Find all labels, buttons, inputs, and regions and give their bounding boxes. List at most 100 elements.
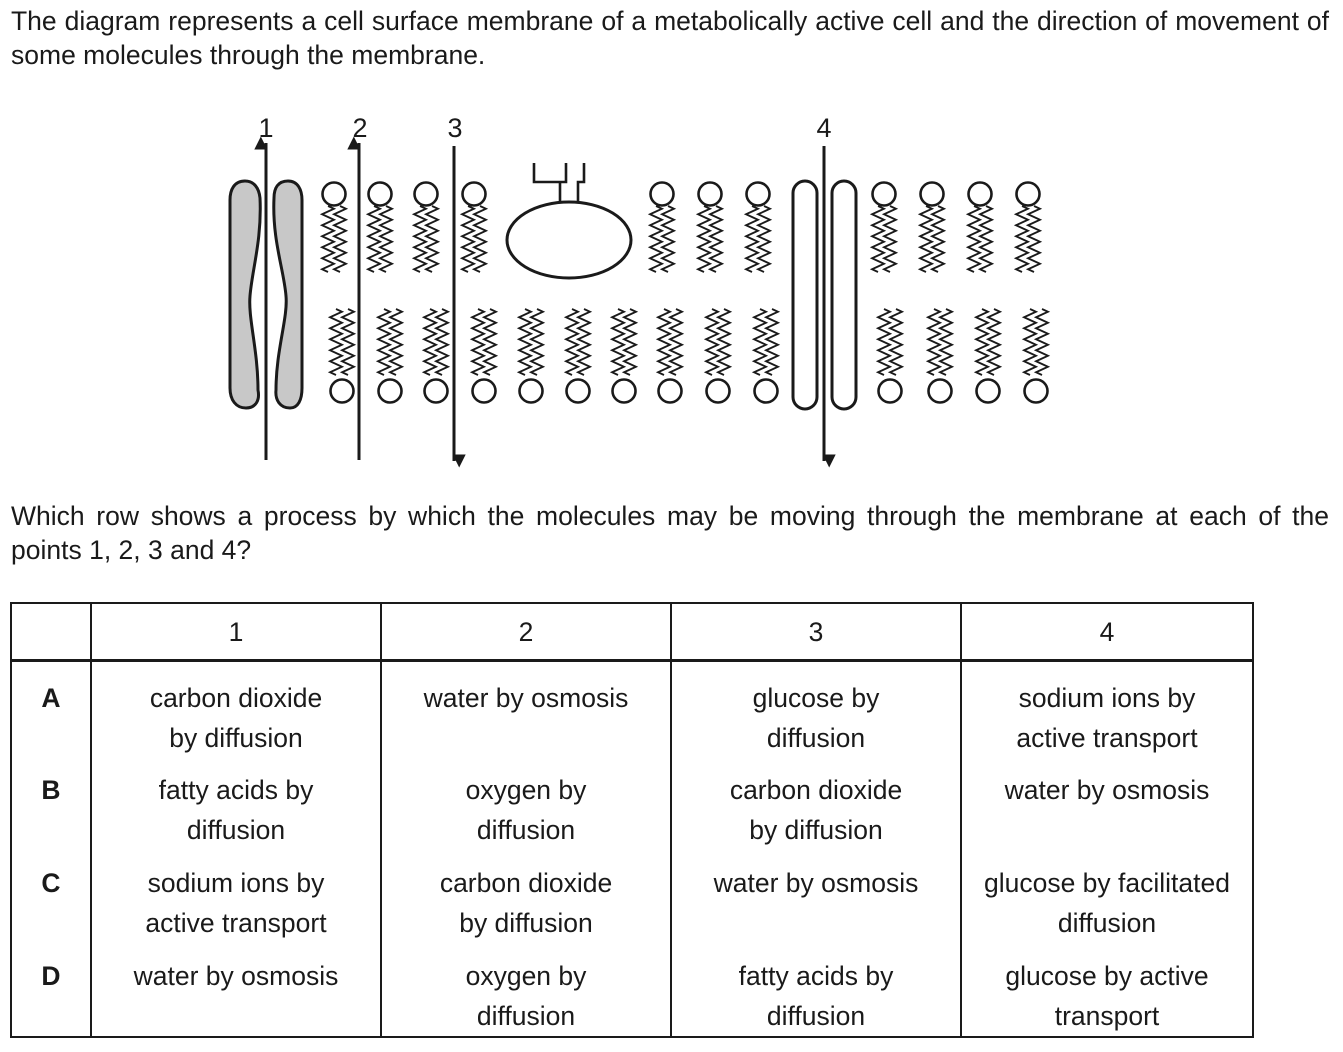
header-cell-2: 2 <box>380 602 672 662</box>
row-letter: A <box>10 660 92 758</box>
fatty-acid-tail <box>925 308 943 376</box>
table-row-a[interactable]: A carbon dioxide by diffusion water by o… <box>10 660 1254 758</box>
header-cell-3: 3 <box>670 602 962 662</box>
fatty-acid-tail <box>659 205 677 273</box>
table-cell: carbon dioxide by diffusion <box>90 660 382 758</box>
arrow-label-2: 2 <box>352 113 367 143</box>
phosphate-head <box>975 378 1001 404</box>
phospholipid-upper <box>1013 181 1043 273</box>
row-letter: D <box>10 943 92 1038</box>
phospholipid-lower <box>925 308 955 404</box>
channel-protein-right-half <box>272 179 304 410</box>
table-cell: fatty acids by diffusion <box>90 758 382 850</box>
phosphate-head <box>611 378 637 404</box>
answer-table: 1 2 3 4 A carbon dioxide by diffusion wa… <box>10 602 1254 1038</box>
phosphate-head <box>423 378 449 404</box>
fatty-acid-tail <box>965 205 983 273</box>
table-cell: water by osmosis <box>670 850 962 943</box>
fatty-acid-tail <box>703 308 721 376</box>
fatty-acid-tail <box>763 308 781 376</box>
phosphate-head <box>321 181 347 207</box>
fatty-acid-tail <box>471 205 489 273</box>
phosphate-head <box>967 181 993 207</box>
fatty-acid-tail <box>339 308 357 376</box>
fatty-acid-tail <box>423 205 441 273</box>
table-cell: water by osmosis <box>90 943 382 1038</box>
fatty-acid-tail <box>1021 308 1039 376</box>
fatty-acid-tail <box>516 308 534 376</box>
glycoprotein <box>505 200 633 280</box>
table-cell: sodium ions by active transport <box>90 850 382 943</box>
fatty-acid-tail <box>869 205 887 273</box>
fatty-acid-tail <box>1013 205 1031 273</box>
fatty-acid-tail <box>411 205 429 273</box>
phosphate-head <box>697 181 723 207</box>
fatty-acid-tail <box>319 205 337 273</box>
table-row-d[interactable]: D water by osmosis oxygen by diffusion f… <box>10 943 1254 1038</box>
phosphate-head <box>745 181 771 207</box>
fatty-acid-tail <box>887 308 905 376</box>
fatty-acid-tail <box>647 205 665 273</box>
fatty-acid-tail <box>331 205 349 273</box>
phospholipid-upper <box>965 181 995 273</box>
fatty-acid-tail <box>421 308 439 376</box>
carrier-protein-left-half <box>791 179 819 411</box>
fatty-acid-tail <box>433 308 451 376</box>
phospholipid-lower <box>421 308 451 404</box>
fatty-acid-tail <box>743 205 761 273</box>
fatty-acid-tail <box>881 205 899 273</box>
fatty-acid-tail <box>755 205 773 273</box>
fatty-acid-tail <box>387 308 405 376</box>
table-cell: carbon dioxide by diffusion <box>670 758 962 850</box>
arrow-label-3: 3 <box>447 113 462 143</box>
phospholipid-lower <box>375 308 405 404</box>
phospholipid-lower <box>516 308 546 404</box>
fatty-acid-tail <box>375 308 393 376</box>
fatty-acid-tail <box>609 308 627 376</box>
phosphate-head <box>413 181 439 207</box>
fatty-acid-tail <box>377 205 395 273</box>
fatty-acid-tail <box>575 308 593 376</box>
carbohydrate-chain <box>532 163 586 202</box>
table-cell: oxygen by diffusion <box>380 758 672 850</box>
intro-text: The diagram represents a cell surface me… <box>11 6 1329 70</box>
fatty-acid-tail <box>667 308 685 376</box>
question-text: Which row shows a process by which the m… <box>11 501 1329 565</box>
phosphate-head <box>753 378 779 404</box>
fatty-acid-tail <box>937 308 955 376</box>
fatty-acid-tail <box>929 205 947 273</box>
header-cell-4: 4 <box>960 602 1254 662</box>
phospholipid-upper <box>869 181 899 273</box>
phosphate-head <box>471 378 497 404</box>
table-cell: oxygen by diffusion <box>380 943 672 1038</box>
phospholipid-upper <box>647 181 677 273</box>
phospholipid-lower <box>609 308 639 404</box>
phospholipid-lower <box>563 308 593 404</box>
table-row-c[interactable]: C sodium ions by active transport carbon… <box>10 850 1254 943</box>
fatty-acid-tail <box>621 308 639 376</box>
phospholipid-lower <box>469 308 499 404</box>
phosphate-head <box>461 181 487 207</box>
phosphate-head <box>919 181 945 207</box>
fatty-acid-tail <box>1025 205 1043 273</box>
fatty-acid-tail <box>875 308 893 376</box>
phosphate-head <box>877 378 903 404</box>
table-cell: glucose by diffusion <box>670 660 962 758</box>
phospholipid-upper <box>695 181 725 273</box>
phospholipid-upper <box>917 181 947 273</box>
fatty-acid-tail <box>707 205 725 273</box>
phospholipid-lower <box>751 308 781 404</box>
table-row-b[interactable]: B fatty acids by diffusion oxygen by dif… <box>10 758 1254 850</box>
phosphate-head <box>927 378 953 404</box>
phospholipid-upper <box>319 181 349 273</box>
fatty-acid-tail <box>715 308 733 376</box>
row-letter: B <box>10 758 92 850</box>
table-cell: glucose by facilitated diffusion <box>960 850 1254 943</box>
fatty-acid-tail <box>563 308 581 376</box>
phosphate-head <box>871 181 897 207</box>
table-cell: water by osmosis <box>380 660 672 758</box>
phospholipid-lower <box>703 308 733 404</box>
table-cell: glucose by active transport <box>960 943 1254 1038</box>
fatty-acid-tail <box>1033 308 1051 376</box>
